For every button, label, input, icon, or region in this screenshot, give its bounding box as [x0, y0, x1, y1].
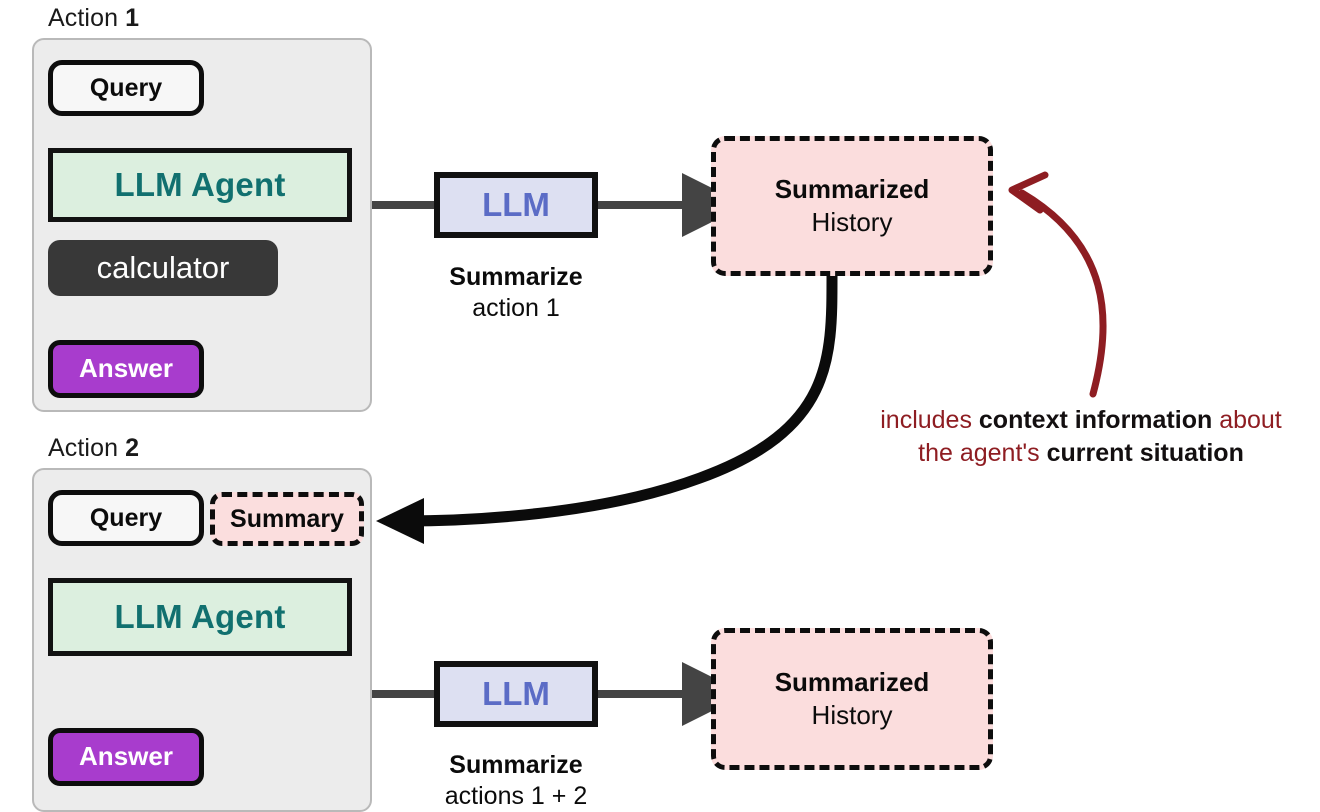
summary-box-2[interactable]: Summary: [210, 492, 364, 546]
summarized-history-top-regular: History: [811, 207, 893, 237]
arrowhead-to-summary: [376, 498, 424, 544]
query-box-2[interactable]: Query: [48, 490, 204, 546]
query-label-1: Query: [89, 74, 163, 102]
summarize-caption-top-strong: Summarize: [449, 263, 583, 291]
llm-summarizer-label-top: LLM: [482, 185, 550, 223]
annotation-line-2-bold: current situation: [1046, 438, 1244, 467]
action-2-label-number: 2: [125, 434, 140, 462]
summary-label-2: Summary: [230, 505, 344, 533]
summarize-caption-bottom-regular: actions 1 + 2: [444, 781, 588, 810]
action-2-label-prefix: Action: [48, 434, 126, 462]
answer-label-2: Answer: [79, 741, 173, 772]
summarize-caption-top-regular: action 1: [472, 293, 560, 322]
llm-summarizer-label-bottom: LLM: [482, 674, 550, 712]
annotation-line-2: the agent's current situation: [848, 437, 1314, 470]
llm-agent-label-1: LLM Agent: [114, 165, 286, 203]
llm-agent-box-1[interactable]: LLM Agent: [48, 148, 352, 222]
annotation-note: includes context information about the a…: [848, 404, 1314, 469]
action-2-label: Action 2: [48, 434, 139, 463]
action-1-label-prefix: Action: [48, 4, 126, 32]
annotation-arrowhead-icon: [1008, 171, 1049, 214]
annotation-line-1-post: about: [1212, 406, 1282, 434]
summarize-caption-bottom-strong: Summarize: [449, 751, 583, 779]
summarized-history-bottom-strong: Summarized: [774, 666, 930, 697]
summarized-history-top-strong: Summarized: [774, 173, 930, 204]
action-1-label: Action 1: [48, 4, 139, 33]
query-label-2: Query: [89, 504, 163, 532]
query-box-1[interactable]: Query: [48, 60, 204, 116]
annotation-line-1: includes context information about: [848, 404, 1314, 437]
summarize-caption-bottom: Summarize actions 1 + 2: [396, 750, 636, 811]
action-1-label-number: 1: [125, 4, 140, 32]
llm-agent-box-2[interactable]: LLM Agent: [48, 578, 352, 656]
annotation-curve: [1018, 189, 1107, 398]
summarize-caption-top: Summarize action 1: [396, 262, 636, 323]
calculator-tool-box[interactable]: calculator: [48, 240, 278, 296]
answer-box-1[interactable]: Answer: [48, 340, 204, 398]
answer-box-2[interactable]: Answer: [48, 728, 204, 786]
summarized-history-bottom-regular: History: [811, 700, 893, 730]
annotation-line-1-bold: context information: [978, 406, 1213, 434]
summarized-history-box-bottom[interactable]: Summarized History: [711, 628, 993, 770]
annotation-line-1-pre: includes: [880, 406, 979, 434]
summarized-history-box-top[interactable]: Summarized History: [711, 136, 993, 276]
llm-agent-label-2: LLM Agent: [114, 597, 286, 635]
calculator-label: calculator: [96, 249, 230, 285]
llm-summarizer-box-top[interactable]: LLM: [434, 172, 598, 238]
answer-label-1: Answer: [79, 353, 173, 384]
annotation-line-2-pre: the agent's: [918, 438, 1047, 467]
llm-summarizer-box-bottom[interactable]: LLM: [434, 661, 598, 727]
